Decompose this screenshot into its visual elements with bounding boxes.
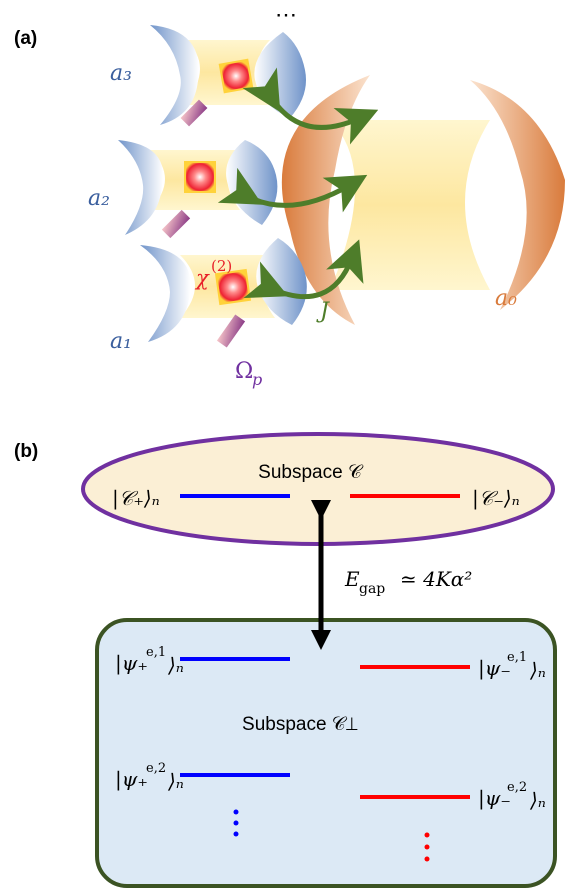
a3-pump-arrow bbox=[180, 99, 208, 127]
a3-crystal bbox=[218, 58, 254, 94]
state-psi-plus-1: |ψ₊ bbox=[115, 651, 148, 676]
coupling-arrow-a1 bbox=[243, 239, 364, 300]
state-psi-plus-2-tail: ⟩ₙ bbox=[167, 769, 184, 793]
label-pump-omega: Ω bbox=[235, 359, 253, 384]
state-psi-plus-2: |ψ₊ bbox=[115, 767, 148, 792]
cavity-a2 bbox=[118, 140, 278, 239]
state-psi-minus-2-sup: e,2 bbox=[507, 780, 527, 795]
state-c-minus: |𝒞₋⟩ₙ bbox=[472, 486, 520, 511]
a2-left-mirror bbox=[118, 140, 164, 235]
cavity-a0-beam bbox=[330, 120, 490, 290]
label-a2: a₂ bbox=[88, 186, 110, 211]
coupling-arrows bbox=[217, 67, 379, 300]
a1-pump-arrow bbox=[216, 314, 246, 348]
label-a3: a₃ bbox=[110, 61, 132, 86]
a2-right-mirror bbox=[226, 140, 278, 225]
ellipsis-more-cavities: ⋯ bbox=[275, 2, 297, 27]
cavity-a0-right-mirror bbox=[470, 80, 565, 310]
panel-b-label: (b) bbox=[14, 441, 38, 462]
cavity-a3 bbox=[150, 25, 306, 127]
state-psi-minus-2-tail: ⟩ₙ bbox=[529, 788, 546, 812]
label-a1: a₁ bbox=[110, 329, 132, 354]
subspace-c-title: Subspace 𝒞 bbox=[258, 462, 364, 483]
label-pump-sub: p bbox=[252, 370, 262, 389]
a3-left-mirror bbox=[150, 25, 199, 125]
a2-crystal bbox=[184, 161, 216, 193]
label-a0: a₀ bbox=[495, 286, 517, 311]
subspace-perp-title: Subspace 𝒞⊥ bbox=[242, 714, 358, 735]
state-psi-plus-1-sup: e,1 bbox=[146, 645, 166, 660]
more-levels-minus-dots bbox=[424, 832, 430, 862]
label-chi: χ bbox=[194, 266, 210, 290]
state-c-plus: |𝒞₊⟩ₙ bbox=[112, 486, 160, 511]
label-chi-sup: (2) bbox=[211, 257, 232, 275]
state-psi-plus-1-tail: ⟩ₙ bbox=[167, 653, 184, 677]
gap-label-sub: gap bbox=[359, 581, 385, 597]
more-levels-plus-dots bbox=[233, 809, 239, 837]
state-psi-plus-2-sup: e,2 bbox=[146, 761, 166, 776]
state-psi-minus-1-sup: e,1 bbox=[507, 650, 527, 665]
label-coupling-J: J bbox=[316, 299, 330, 324]
a1-crystal bbox=[214, 268, 252, 306]
state-psi-minus-2: |ψ₋ bbox=[478, 786, 511, 811]
coupling-arrow-a2 bbox=[217, 167, 368, 213]
panel-a-label: (a) bbox=[14, 28, 37, 49]
state-psi-minus-1-tail: ⟩ₙ bbox=[529, 658, 546, 682]
coupling-arrow-a3 bbox=[242, 67, 379, 145]
state-psi-minus-1: |ψ₋ bbox=[478, 656, 511, 681]
a1-left-mirror bbox=[140, 245, 191, 342]
a2-pump-arrow bbox=[161, 209, 191, 239]
gap-label: E bbox=[344, 567, 360, 591]
gap-relation: ≃ 4Kα² bbox=[400, 567, 472, 591]
